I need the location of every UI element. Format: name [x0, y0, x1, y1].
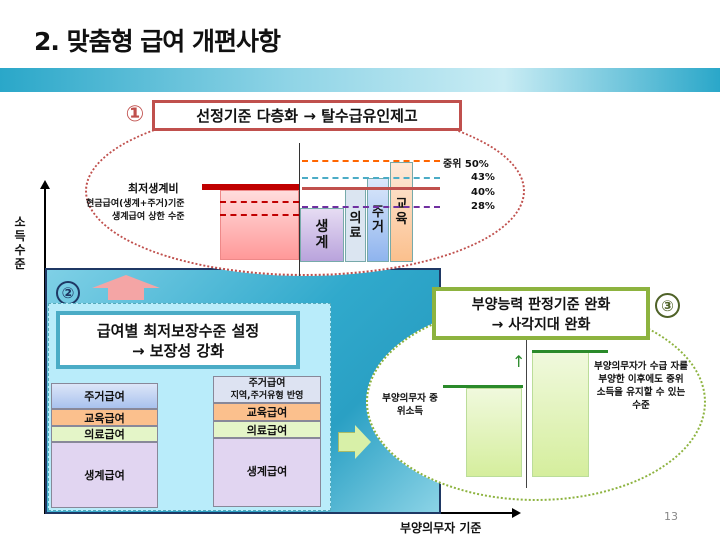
right-arrow-icon — [355, 425, 371, 459]
section3-divider — [526, 340, 527, 488]
x-axis-arrow-icon — [512, 508, 521, 518]
right-housing-note: 지역,주거유형 반영 — [230, 390, 304, 401]
section3-heading-box: 부양능력 판정기준 완화 → 사각지대 완화 — [432, 287, 650, 340]
right-income-bar — [532, 352, 589, 477]
label-min-cost: 최저생계비 — [128, 182, 179, 195]
up-arrow-icon — [92, 275, 160, 288]
left-living: 생계급여 — [51, 442, 158, 508]
right-arrow-stem — [338, 432, 356, 452]
median50-line — [302, 160, 440, 162]
left-income-line — [443, 385, 523, 388]
bar-housing: 주거 — [367, 178, 389, 262]
chart-divider — [299, 143, 300, 276]
section3-heading-line1: 부양능력 판정기준 완화 — [471, 297, 611, 313]
y-axis-arrow-icon — [40, 180, 50, 189]
section2-heading-line2: → 보장성 강화 — [131, 342, 224, 360]
left-income-bar — [466, 388, 522, 477]
section3-number: ③ — [655, 293, 680, 318]
raise-arrow-icon: ↑ — [512, 352, 526, 371]
up-arrow-stem — [108, 288, 144, 300]
section1-number: ① — [125, 101, 145, 127]
median40-line — [302, 187, 440, 190]
header-band — [0, 68, 720, 92]
cash-standard-line — [220, 201, 299, 203]
y-axis-label: 소득 수준 — [14, 215, 26, 271]
median28-line — [302, 206, 440, 208]
section2-heading-line1: 급여별 최저보장수준 설정 — [96, 322, 260, 340]
page-number: 13 — [664, 510, 678, 523]
right-medical: 의료급여 — [213, 421, 321, 438]
section2-number: ② — [56, 281, 80, 305]
level-43: 43% — [471, 172, 495, 183]
bar-living: 생계 — [300, 208, 344, 262]
page-title: 2. 맞춤형 급여 개편사항 — [34, 27, 281, 56]
label-cash-standard: 현금급여(생계+주거)기준 — [86, 199, 185, 209]
right-housing-label: 주거급여 — [248, 377, 286, 389]
min-cost-line — [202, 184, 299, 190]
living-cap-line — [220, 214, 299, 216]
right-living: 생계급여 — [213, 438, 321, 507]
left-housing: 주거급여 — [51, 383, 158, 409]
median43-line — [302, 177, 440, 179]
bar-medical: 의료 — [345, 189, 366, 262]
left-income-label: 부양의무자 중위소득 — [382, 393, 438, 417]
right-income-label: 부양의무자가 수급 자를 부양한 이후에도 중위 소득을 유지할 수 있는 수준 — [593, 361, 688, 411]
level-50: 중위 50% — [443, 159, 489, 170]
section2-heading-box: 급여별 최저보장수준 설정 → 보장성 강화 — [56, 311, 300, 369]
x-axis-label: 부양의무자 기준 — [400, 521, 482, 535]
right-income-line — [532, 350, 608, 353]
right-education: 교육급여 — [213, 403, 321, 421]
level-28: 28% — [471, 201, 495, 212]
level-40: 40% — [471, 187, 495, 198]
left-medical: 의료급여 — [51, 426, 158, 442]
section1-heading-box: 선정기준 다층화 → 탈수급유인제고 — [152, 100, 462, 131]
label-living-cap: 생계급여 상한 수준 — [112, 212, 185, 222]
right-housing: 주거급여 지역,주거유형 반영 — [213, 376, 321, 403]
left-education: 교육급여 — [51, 409, 158, 426]
section1-heading: 선정기준 다층화 → 탈수급유인제고 — [196, 107, 418, 125]
section3-heading-line2: → 사각지대 완화 — [491, 317, 591, 333]
